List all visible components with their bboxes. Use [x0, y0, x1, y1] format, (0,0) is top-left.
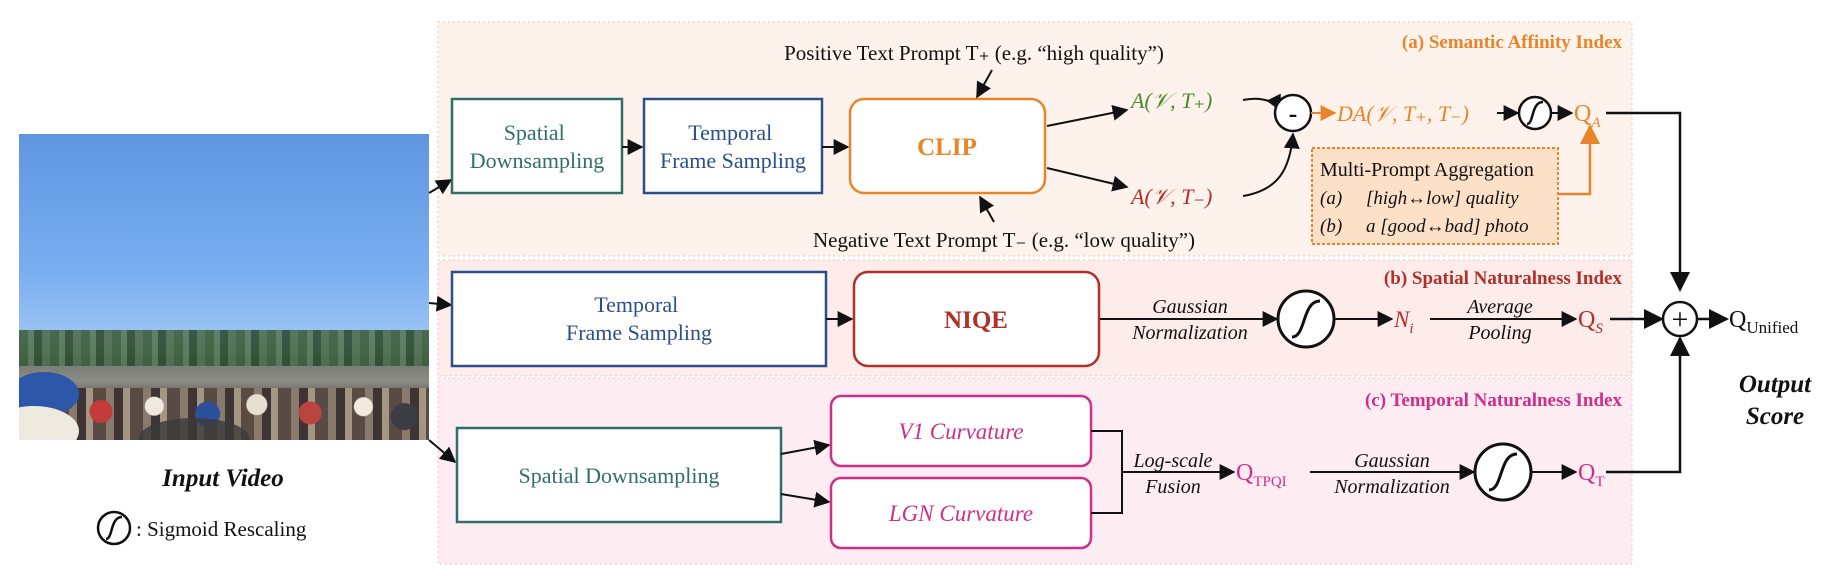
sigmoid-curve-spatial — [1291, 299, 1321, 339]
arrow-qt-to-plus — [1606, 336, 1690, 474]
log-scale-label: Log-scale — [1133, 450, 1213, 472]
arrow-qa-to-plus — [1606, 111, 1690, 292]
input-video-frame — [19, 134, 429, 440]
affinity-positive: A(𝒱, T₊) — [1129, 88, 1212, 113]
q-unified: QUnified — [1729, 307, 1799, 337]
arrow-video-to-semantic — [428, 179, 453, 195]
box-lgn-curvature-label: LGN Curvature — [888, 501, 1033, 526]
arrow-down2-to-lgn — [780, 491, 831, 508]
box-temporal-frame-sampling-line-1: Temporal — [688, 120, 772, 145]
arrow-video-to-temporal — [428, 439, 457, 464]
differential-affinity: DA(𝒱, T₊, T₋) — [1336, 101, 1469, 126]
box-temporal-frame-sampling — [642, 97, 824, 195]
aggregation-item-a-text: [high↔low] quality — [1366, 188, 1519, 209]
sigmoid-icon-semantic — [1517, 95, 1553, 131]
box-temporal-frame-sampling-2-line-2: Frame Sampling — [566, 320, 712, 345]
average-label: Average — [1465, 296, 1533, 318]
q-a: QA — [1574, 101, 1601, 131]
n-i: Ni — [1393, 307, 1414, 337]
input-video-label: Input Video — [161, 465, 284, 492]
box-v1-curvature-label: V1 Curvature — [899, 419, 1024, 444]
box-temporal-frame-sampling-line-2: Frame Sampling — [660, 148, 806, 173]
box-clip — [848, 97, 1047, 195]
arrow-clip-to-apos — [1046, 104, 1129, 127]
arrow-down2-to-v1 — [780, 439, 831, 456]
arrow-video-to-spatial — [428, 295, 453, 312]
output-score-line-2: Score — [1746, 403, 1804, 430]
q-tpqi: QTPQI — [1236, 460, 1287, 490]
affinity-negative: A(𝒱, T₋) — [1129, 184, 1212, 209]
pooling-label: Pooling — [1467, 322, 1531, 344]
spatial-gaussian-label: Gaussian — [1152, 296, 1228, 318]
spatial-normalization-label: Normalization — [1131, 322, 1248, 344]
sigmoid-curve-temporal — [1488, 452, 1518, 492]
box-spatial-downsampling-2-label: Spatial Downsampling — [518, 463, 719, 488]
fusion-bracket — [1091, 430, 1234, 514]
arrow-positive-prompt — [976, 69, 993, 99]
region-title-semantic: (a) Semantic Affinity Index — [1402, 32, 1623, 53]
multi-prompt-aggregation-box — [1311, 147, 1559, 245]
aggregation-item-b-text: a [good↔bad] photo — [1366, 216, 1529, 237]
aggregation-item-b-marker: (b) — [1320, 216, 1342, 237]
sigmoid-legend-label: : Sigmoid Rescaling — [136, 517, 307, 541]
box-niqe-label: NIQE — [944, 307, 1008, 334]
sigmoid-legend-curve — [105, 515, 123, 541]
box-niqe — [852, 270, 1101, 368]
q-s: QS — [1578, 307, 1603, 337]
box-spatial-downsampling-line-1: Spatial — [504, 120, 565, 145]
arrow-aneg-to-minus — [1242, 132, 1300, 197]
output-score-line-1: Output — [1739, 371, 1812, 398]
arrow-aggregation-to-qa — [1558, 124, 1600, 196]
q-t: QT — [1578, 460, 1605, 490]
box-temporal-frame-sampling-2-line-1: Temporal — [594, 292, 678, 317]
plus-sign: + — [1672, 303, 1689, 336]
region-title-temporal: (c) Temporal Naturalness Index — [1365, 390, 1623, 411]
region-title-spatial: (b) Spatial Naturalness Index — [1384, 268, 1623, 289]
aggregation-title: Multi-Prompt Aggregation — [1320, 159, 1534, 181]
aggregation-item-a-marker: (a) — [1320, 188, 1342, 209]
svg-text:Spatial Downsampling: Spatial Downsampling — [470, 120, 604, 173]
sigmoid-legend-icon — [96, 510, 132, 546]
arrow-clip-to-aneg — [1046, 167, 1129, 192]
box-temporal-frame-sampling-2 — [450, 270, 828, 368]
arrow-negative-prompt — [979, 195, 995, 223]
svg-text:Temporal Frame Sampling: Temporal Frame Sampling — [566, 292, 712, 345]
prompt-negative: Negative Text Prompt T₋ (e.g. “low quali… — [813, 228, 1195, 252]
prompt-positive: Positive Text Prompt T₊ (e.g. “high qual… — [784, 41, 1164, 65]
temporal-gaussian-label: Gaussian — [1354, 450, 1430, 472]
box-spatial-downsampling — [450, 97, 624, 195]
box-spatial-downsampling-line-2: Downsampling — [470, 148, 604, 173]
temporal-normalization-label: Normalization — [1333, 476, 1450, 498]
box-clip-label: CLIP — [917, 134, 977, 161]
box-spatial-downsampling-2 — [455, 426, 783, 524]
svg-text:Temporal Frame Sampling: Temporal Frame Sampling — [660, 120, 806, 173]
minus-sign: - — [1289, 99, 1298, 128]
sigmoid-curve-semantic — [1526, 100, 1544, 126]
fusion-label: Fusion — [1144, 476, 1201, 498]
